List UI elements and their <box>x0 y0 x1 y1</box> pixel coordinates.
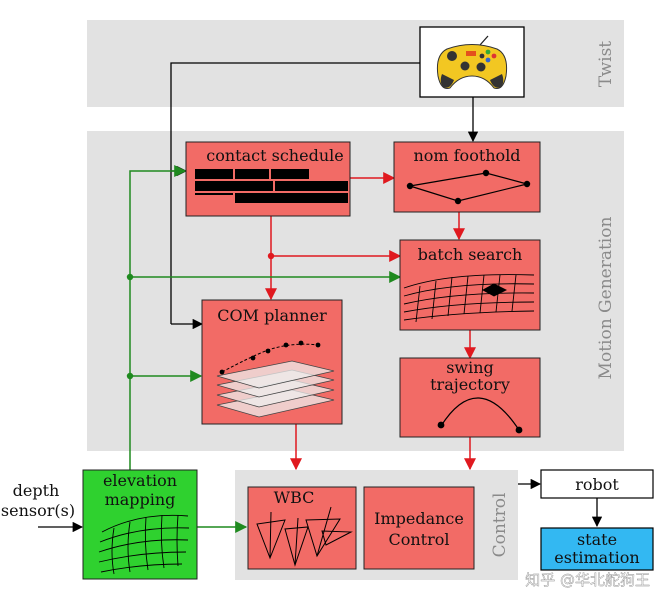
com-planner-label: COM planner <box>217 306 327 325</box>
batch-search-label: batch search <box>418 245 523 264</box>
depth-sensor-label-line2: sensor(s) <box>1 501 75 520</box>
gamepad-box <box>419 26 525 98</box>
wbc-block: WBC <box>247 486 357 570</box>
junction-dot-green-1 <box>126 273 134 281</box>
contact-schedule-label: contact schedule <box>206 146 343 165</box>
com-trajectory-icon <box>216 340 335 418</box>
terrain-grid-icon <box>403 274 535 323</box>
swing-trajectory-block: swing trajectory <box>399 357 541 438</box>
gamepad-icon <box>436 35 508 89</box>
foothold-quad-icon <box>406 169 531 205</box>
robot-label: robot <box>575 475 619 494</box>
line-twist-trunk <box>170 62 420 324</box>
impedance-control-label-line2: Control <box>388 530 449 549</box>
com-planner-block: COM planner <box>201 299 343 425</box>
elevation-mapping-label-line1: elevation <box>103 471 177 490</box>
junction-dot-green-2 <box>126 372 134 380</box>
twist-group-label: Twist <box>596 41 616 87</box>
gait-schedule-icon <box>195 169 348 203</box>
junction-dot-red <box>267 252 275 260</box>
swing-arc-icon <box>437 397 523 434</box>
elevation-map-icon <box>98 514 190 575</box>
state-estimation-label-line1: state <box>577 530 617 549</box>
depth-sensor-input: depth sensor(s) <box>1 481 75 520</box>
nom-foothold-block: nom foothold <box>393 141 541 213</box>
impedance-control-block: Impedance Control <box>363 486 475 570</box>
impedance-control-label-line1: Impedance <box>374 509 464 528</box>
wbc-label: WBC <box>274 488 315 507</box>
nom-foothold-label: nom foothold <box>413 146 520 165</box>
watermark: 知乎 @华北舵狗王 <box>525 571 650 589</box>
motion-generation-group-label: Motion Generation <box>596 217 616 380</box>
friction-cone-icon <box>256 506 353 567</box>
swing-trajectory-label-line2: trajectory <box>430 375 510 394</box>
state-estimation-label-line2: estimation <box>554 548 639 567</box>
contact-schedule-block: contact schedule <box>185 141 351 217</box>
state-estimation-block: state estimation <box>540 527 654 571</box>
line-elevation-trunk <box>129 165 187 470</box>
robot-block: robot <box>540 469 654 499</box>
batch-search-block: batch search <box>399 239 541 331</box>
swing-trajectory-label-line1: swing <box>446 358 494 377</box>
control-group-label: Control <box>490 493 510 558</box>
elevation-mapping-block: elevation mapping <box>82 469 198 580</box>
depth-sensor-label-line1: depth <box>13 481 60 500</box>
motion-generation-group: Motion Generation <box>87 131 624 451</box>
elevation-mapping-label-line2: mapping <box>105 490 176 509</box>
